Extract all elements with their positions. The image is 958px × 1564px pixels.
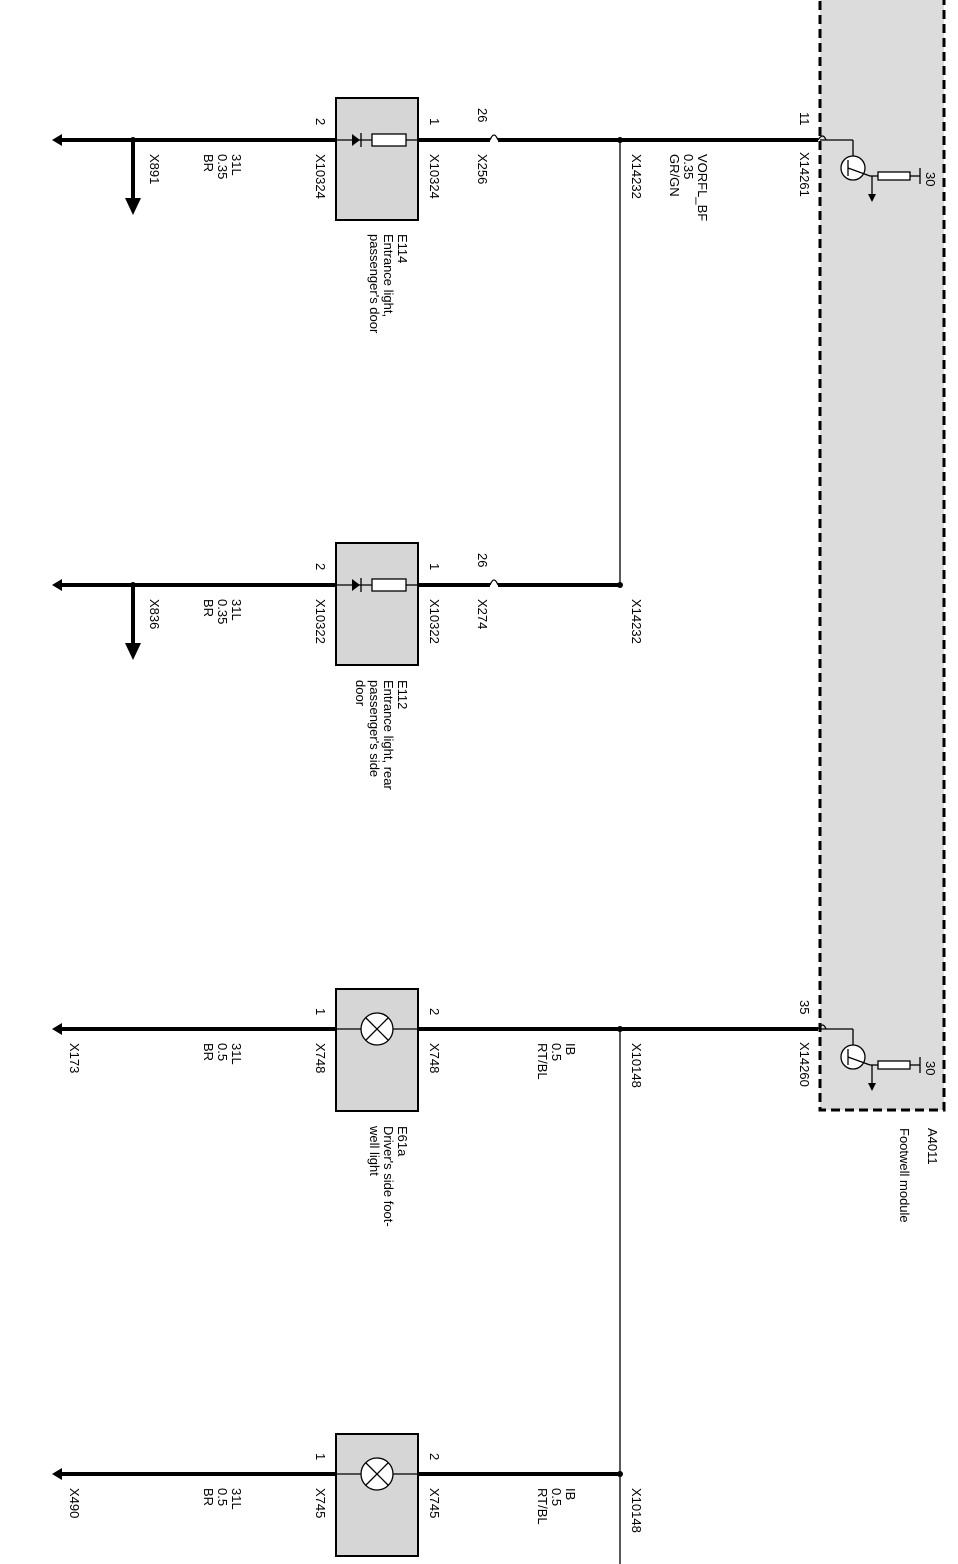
e61a-component-code: E61a — [395, 1126, 410, 1157]
e112-component-code: E112 — [395, 680, 410, 709]
e61a-ground-wire-function: 31L — [229, 1043, 244, 1065]
e114-splice-pin: 26 — [475, 108, 490, 122]
x745-signal-wire-color: RT/BL — [535, 1488, 550, 1525]
e114-component-name-line2: passenger's door — [367, 234, 382, 334]
e114-pin-right: 1 — [427, 118, 442, 125]
circuit-e114 — [52, 97, 827, 221]
e114-connector-left: X10324 — [313, 154, 328, 199]
e112-component-box — [335, 542, 419, 666]
e114-component-box — [335, 97, 419, 221]
e114-junction: X14232 — [629, 154, 644, 199]
e112-junction: X14232 — [629, 599, 644, 644]
e61a-component-name-line1: Driver's side foot- — [381, 1126, 396, 1227]
module-supply-pin-bottom: 30 — [923, 1061, 938, 1075]
module-supply-pin-top: 30 — [923, 172, 938, 186]
x745-connector-right: X745 — [427, 1488, 442, 1518]
e112-component-name-line2: passenger's side — [367, 680, 382, 777]
e114-splice-connector: X256 — [475, 154, 490, 184]
e114-ground-wire-color: BR — [201, 154, 216, 172]
circuit-x745 — [52, 1433, 623, 1557]
module-code: A4011 — [925, 1128, 940, 1165]
e61a-signal-wire-color: RT/BL — [535, 1043, 550, 1080]
x745-signal-wire-size: 0.5 — [549, 1488, 564, 1506]
e61a-component-box — [335, 988, 419, 1112]
x745-signal-wire-function: IB — [563, 1488, 578, 1500]
module-pin-bottom: 35 — [797, 1000, 812, 1014]
e61a-component-name-line2: well light — [367, 1125, 382, 1176]
x745-component-box — [335, 1433, 419, 1557]
e61a-connector-right: X748 — [427, 1043, 442, 1073]
e112-component-name-line3: door — [353, 680, 368, 707]
module-output-stage-bottom — [820, 1028, 921, 1091]
e61a-signal-wire-size: 0.5 — [549, 1043, 564, 1061]
x745-ground-wire-color: BR — [201, 1488, 216, 1506]
circuit-e112 — [52, 542, 623, 666]
e61a-ground-wire-size: 0.5 — [215, 1043, 230, 1061]
x745-junction: X10148 — [629, 1488, 644, 1533]
e61a-ground-wire-color: BR — [201, 1043, 216, 1061]
footwell-module-box — [818, 0, 946, 1112]
e114-ground-wire-size: 0.35 — [215, 154, 230, 179]
module-pin-top: 11 — [797, 112, 812, 126]
e114-pin-left: 2 — [313, 118, 328, 125]
module-connector-top: X14261 — [797, 152, 812, 197]
e114-signal-wire-color: GR/GN — [667, 154, 682, 197]
e61a-junction: X10148 — [629, 1043, 644, 1088]
e112-ground-wire-function: 31L — [229, 599, 244, 621]
module-name: Footwell module — [897, 1128, 912, 1223]
e61a-pin-left: 1 — [313, 1008, 328, 1015]
e112-pin-left: 2 — [313, 563, 328, 570]
e61a-ground-connector: X173 — [67, 1043, 82, 1073]
e114-signal-wire-size: 0.35 — [681, 154, 696, 179]
e112-ground-wire-color: BR — [201, 599, 216, 617]
x745-ground-wire-function: 31L — [229, 1488, 244, 1510]
x745-connector-left: X745 — [313, 1488, 328, 1518]
e61a-connector-left: X748 — [313, 1043, 328, 1073]
e112-ground-wire-size: 0.35 — [215, 599, 230, 624]
e114-component-name-line1: Entrance light, — [381, 234, 396, 317]
e112-splice-connector: X274 — [475, 599, 490, 629]
circuit-e61a — [52, 988, 827, 1112]
e114-ground-connector: X891 — [147, 154, 162, 184]
e61a-signal-wire-function: IB — [563, 1043, 578, 1055]
e112-splice-pin: 26 — [475, 553, 490, 567]
e112-connector-right: X10322 — [427, 599, 442, 644]
x745-ground-wire-size: 0.5 — [215, 1488, 230, 1506]
e112-pin-right: 1 — [427, 563, 442, 570]
e112-ground-connector: X836 — [147, 599, 162, 629]
e61a-pin-right: 2 — [427, 1008, 442, 1015]
module-output-stage-top — [820, 139, 921, 202]
e114-component-code: E114 — [395, 234, 410, 263]
e114-ground-wire-function: 31L — [229, 154, 244, 176]
x745-ground-connector: X490 — [67, 1488, 82, 1518]
x745-pin-right: 2 — [427, 1453, 442, 1460]
e114-connector-right: X10324 — [427, 154, 442, 199]
x745-pin-left: 1 — [313, 1453, 328, 1460]
e112-connector-left: X10322 — [313, 599, 328, 644]
e114-signal-wire-function: VORFL_BF — [695, 154, 710, 221]
e112-component-name-line1: Entrance light, rear — [381, 680, 396, 791]
module-connector-bottom: X14260 — [797, 1042, 812, 1087]
